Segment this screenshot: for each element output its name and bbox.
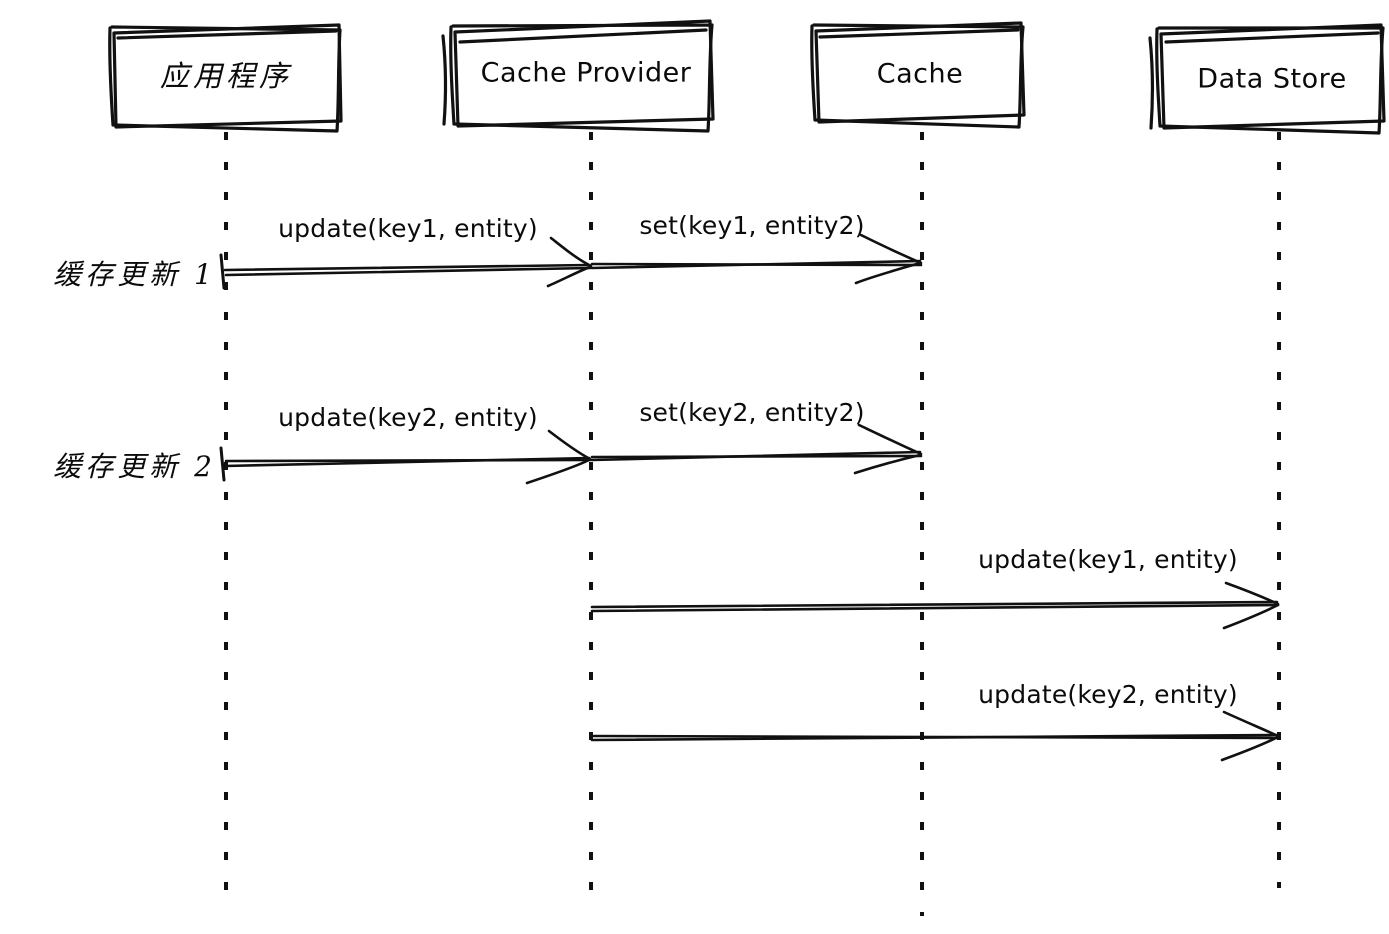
message-arrow-3[interactable] <box>223 429 592 485</box>
message-arrow-6[interactable] <box>590 710 1280 762</box>
message-arrow-4[interactable] <box>590 423 923 475</box>
participant-box-app[interactable] <box>108 23 343 133</box>
side-label-tick-1 <box>219 253 226 290</box>
participant-box-cache[interactable] <box>810 21 1026 129</box>
participant-box-provider[interactable] <box>441 19 715 133</box>
message-arrow-5[interactable] <box>590 581 1280 630</box>
participant-box-store[interactable] <box>1148 23 1386 135</box>
side-label-tick-2 <box>219 446 226 482</box>
message-arrow-1[interactable] <box>223 236 593 288</box>
message-arrow-2[interactable] <box>590 233 923 285</box>
